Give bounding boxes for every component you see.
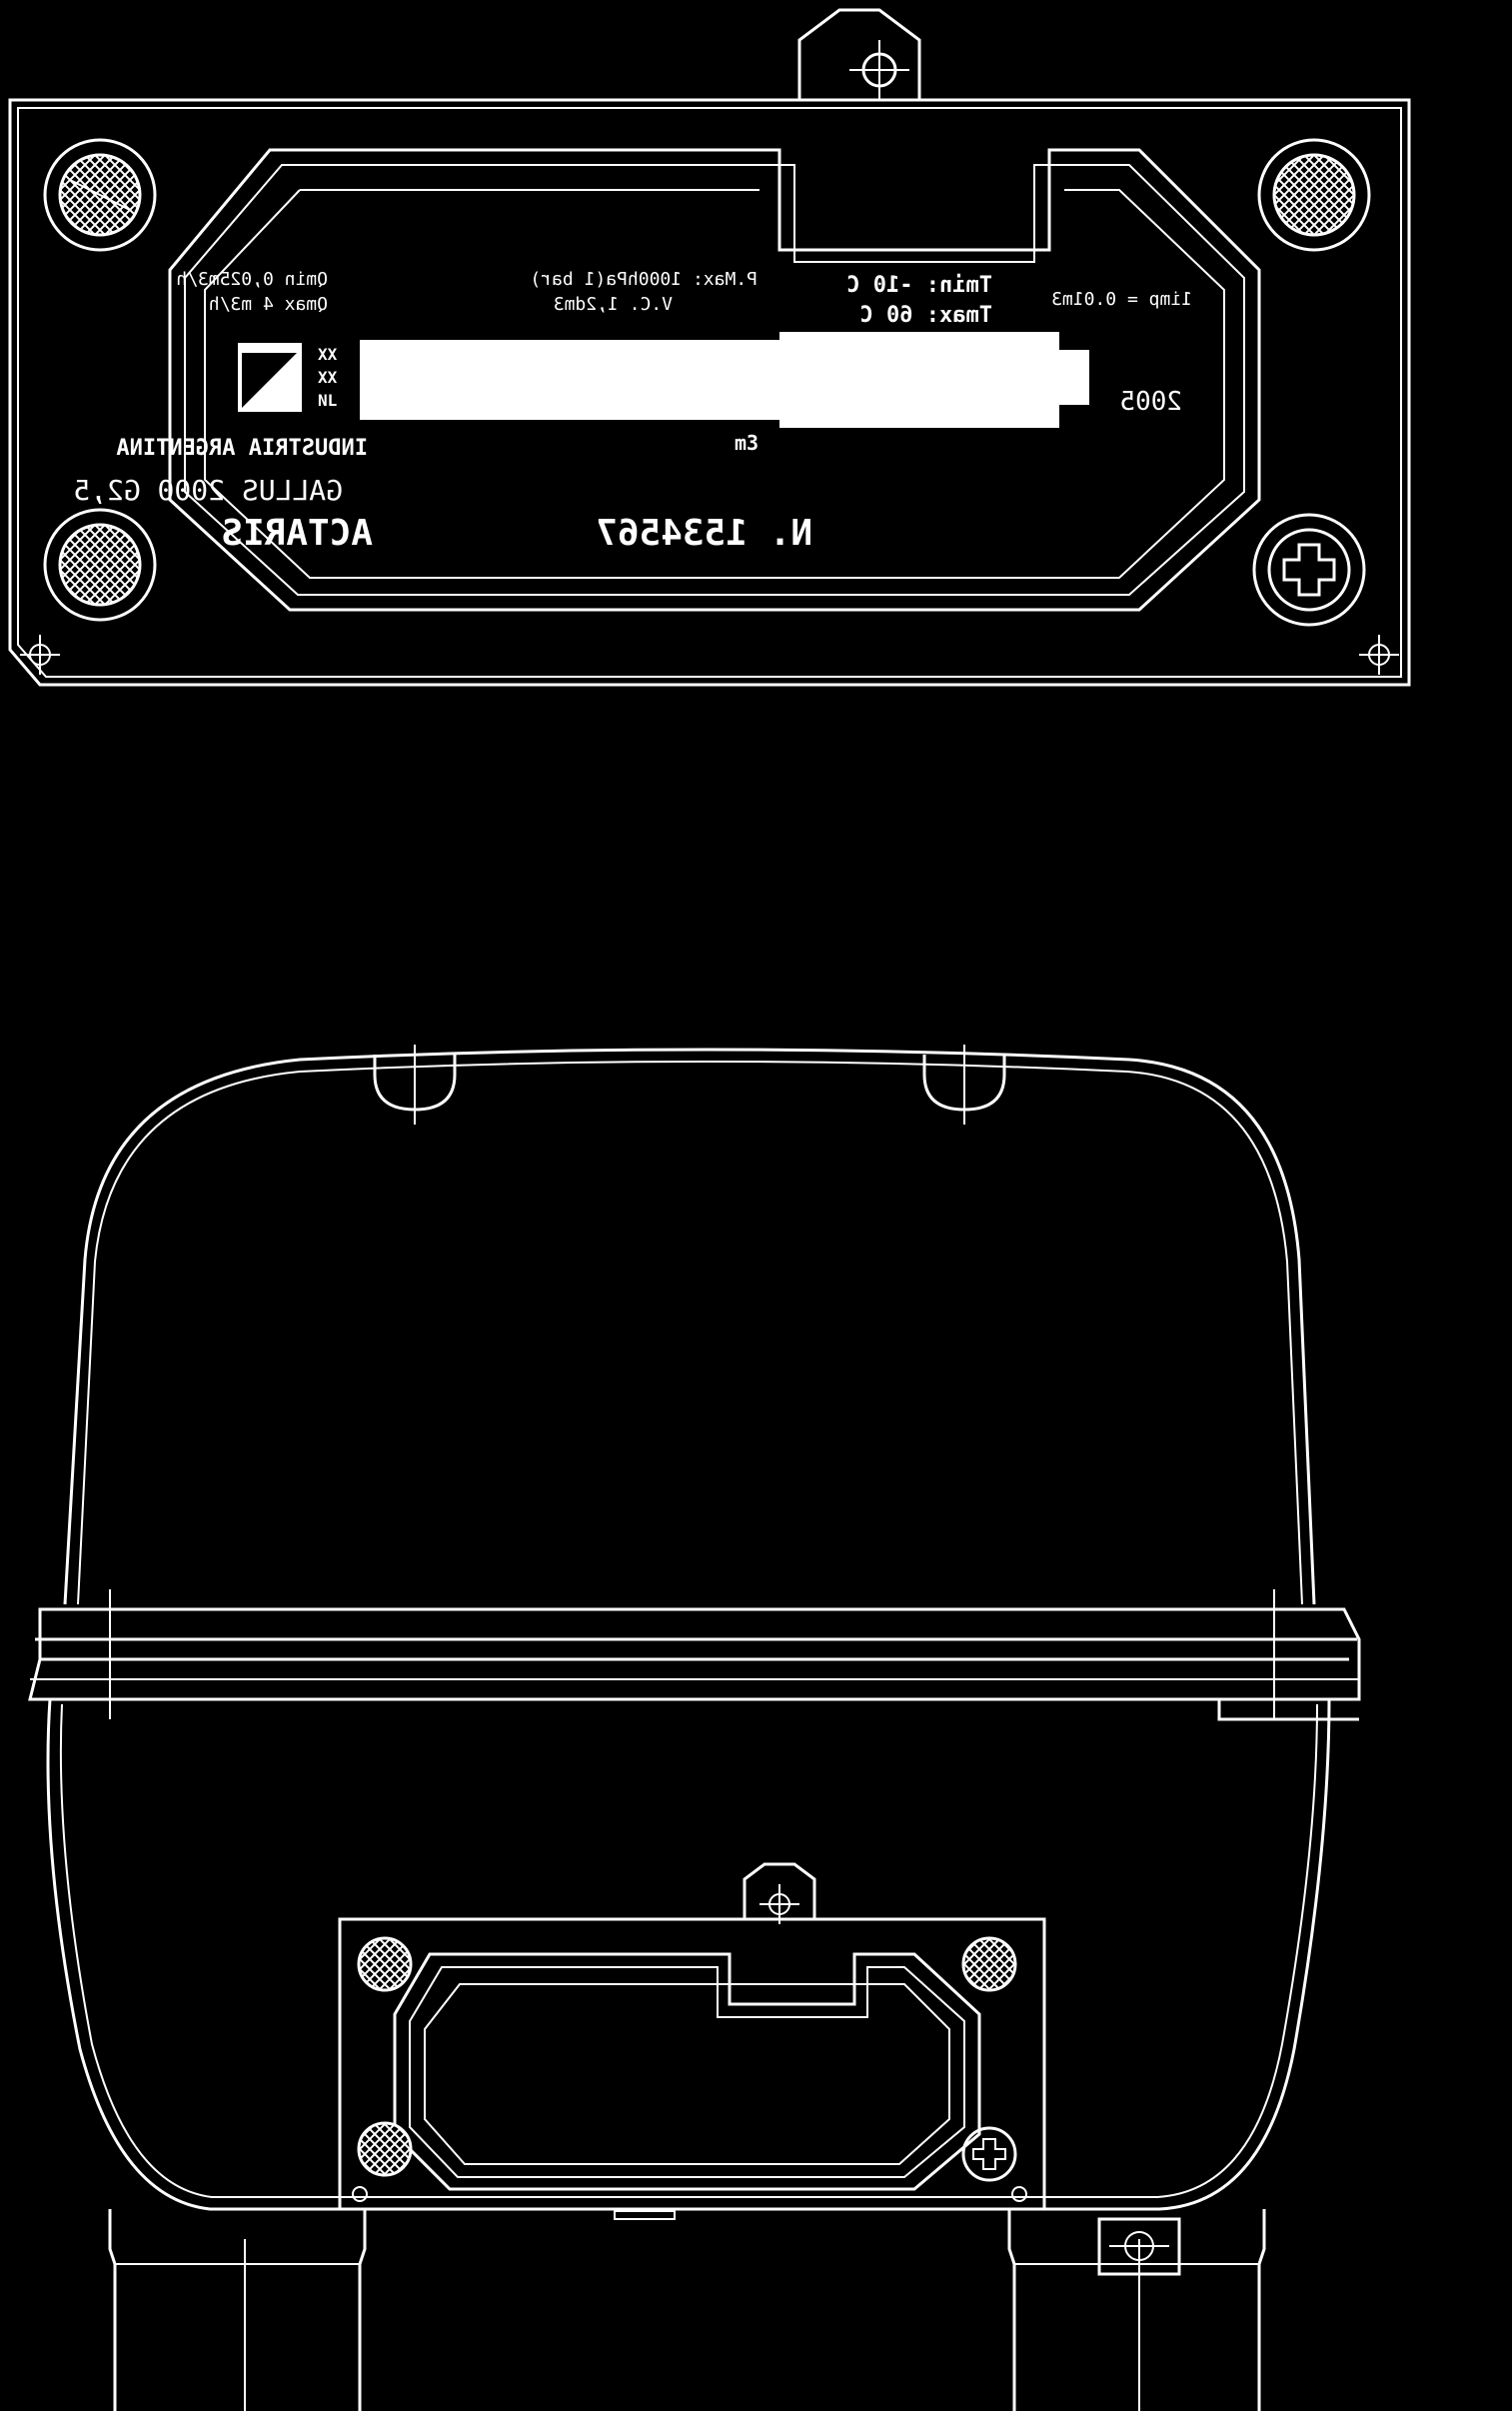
seal-box [1097, 2217, 1181, 2276]
spec-tmin: Tmin: -10 C [846, 273, 992, 298]
screw-bottom-left [43, 508, 157, 622]
spec-qmax: Qmax 4 m3/h [209, 294, 328, 315]
year-text: 2005 [1119, 387, 1182, 417]
counter-digits: 0 0 0 0 0 0 0 0 [373, 346, 1043, 416]
serial-text: N. 1534567 [596, 513, 812, 554]
index-plate-detail: Qmin 0,025m3/h Qmax 4 m3/h P.Max: 1000hP… [8, 8, 1411, 687]
approval-marks: XX XX NL [318, 345, 338, 410]
svg-text:XX: XX [318, 368, 338, 387]
spec-resolution: 1imp = 0.01m3 [1051, 289, 1192, 310]
screw-top-right [1257, 138, 1371, 252]
counter-digit: 0 [999, 346, 1043, 416]
counter-digit: 0 [373, 348, 417, 414]
meter-body-front-view [28, 1045, 1361, 2411]
unit-label: m3 [735, 431, 758, 455]
spec-vc: V.C. 1,2dm3 [554, 294, 673, 315]
spec-qmin: Qmin 0,025m3/h [176, 269, 328, 290]
body-index-plate [338, 1862, 1046, 2211]
brand-logo-icon [238, 343, 302, 412]
counter-digit: 0 [909, 346, 953, 416]
svg-text:XX: XX [318, 345, 338, 364]
registration-mark-left [20, 635, 60, 675]
svg-text:NL: NL [318, 391, 337, 410]
spec-tmax: Tmax: 60 C [860, 303, 992, 328]
brand-text: ACTARIS [221, 513, 373, 554]
screw-bottom-right [1252, 513, 1366, 627]
counter-digit: 0 [723, 348, 766, 414]
model-text: GALLUS 2000 G2,5 [73, 474, 343, 507]
counter-digit: 0 [638, 348, 682, 414]
counter-digit: 0 [458, 348, 502, 414]
spec-pmax: P.Max: 1000hPa(1 bar) [530, 269, 757, 290]
counter-digit: 0 [548, 348, 592, 414]
screw-top-left [43, 138, 157, 252]
outlet-pipe [1007, 2209, 1266, 2411]
inlet-pipe [108, 2209, 367, 2411]
maker-line: INDUSTRIA ARGENTINA [116, 436, 368, 461]
registration-mark-right [1359, 635, 1399, 675]
counter-digit: 0 [822, 346, 866, 416]
